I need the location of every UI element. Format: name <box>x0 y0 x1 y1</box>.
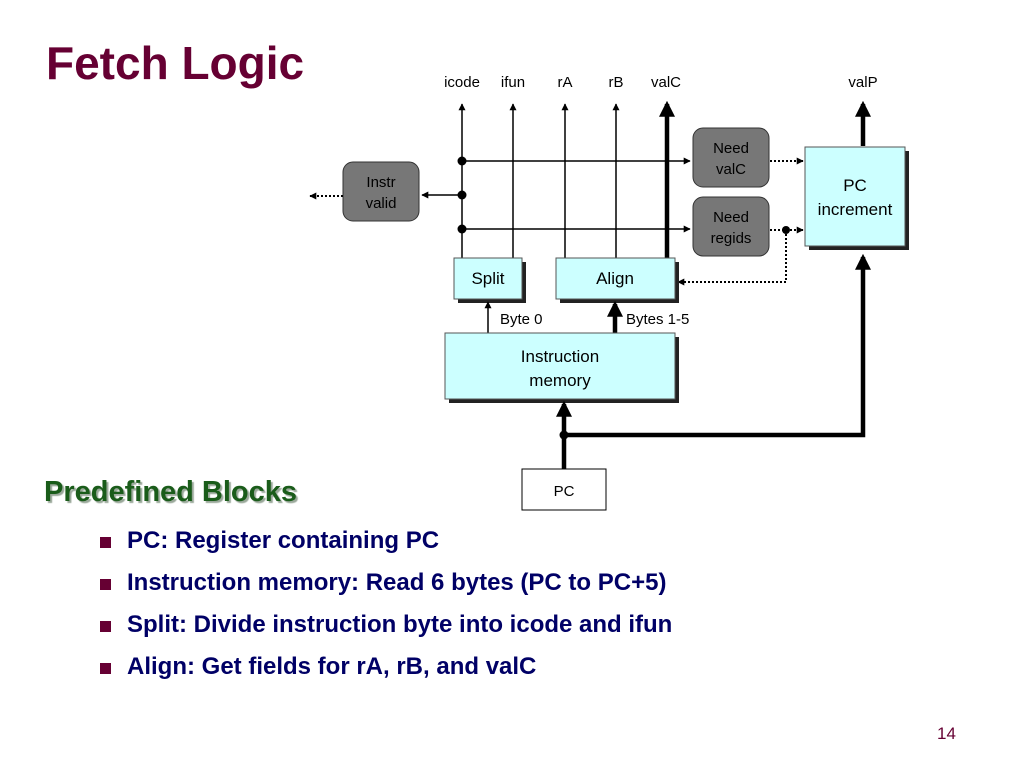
instr-valid-block <box>342 161 420 222</box>
pc-register-block <box>521 468 607 511</box>
section-heading: Predefined Blocks <box>44 476 298 508</box>
output-label-rB: rB <box>609 74 624 91</box>
bullet-text: PC: Register containing PC <box>127 527 440 554</box>
bullet-square-icon <box>100 621 111 632</box>
instruction-memory-label-line2: memory <box>529 371 591 390</box>
need-regids-label-line2: regids <box>711 230 752 247</box>
bullet-square-icon <box>100 579 111 590</box>
bullet-text: Align: Get fields for rA, rB, and valC <box>127 653 537 680</box>
bullet-square-icon <box>100 663 111 674</box>
bullet-item: Instruction memory: Read 6 bytes (PC to … <box>100 569 672 611</box>
bytes1-5-label: Bytes 1-5 <box>626 311 689 328</box>
pc-increment-block <box>804 146 906 247</box>
bullet-item: Align: Get fields for rA, rB, and valC <box>100 653 672 695</box>
wire-pc-to-pc-increment <box>564 253 871 438</box>
instr-valid-label-line2: valid <box>366 195 397 212</box>
output-label-rA: rA <box>558 74 573 91</box>
need-regids-block <box>692 196 770 257</box>
bullet-list: PC: Register containing PC Instruction m… <box>100 527 672 695</box>
junction-dot <box>457 224 467 234</box>
slide-title: Fetch Logic <box>46 37 305 89</box>
junction-dot <box>457 190 467 200</box>
output-label-valC: valC <box>651 74 681 91</box>
junction-dot <box>559 430 569 440</box>
split-label: Split <box>471 269 504 288</box>
instruction-memory-label-line1: Instruction <box>521 347 599 366</box>
bullet-text: Split: Divide instruction byte into icod… <box>127 611 673 638</box>
need-regids-label-line1: Need <box>713 209 749 226</box>
output-label-icode: icode <box>444 74 480 91</box>
page-number: 14 <box>937 724 956 743</box>
byte0-label: Byte 0 <box>500 311 543 328</box>
instr-valid-label-line1: Instr <box>366 174 395 191</box>
pc-increment-label-line2: increment <box>818 200 893 219</box>
output-label-ifun: ifun <box>501 74 525 91</box>
align-block <box>555 257 676 300</box>
junction-dot <box>782 226 790 234</box>
need-valC-block <box>692 127 770 188</box>
junction-dot <box>457 156 467 166</box>
bullet-square-icon <box>100 537 111 548</box>
need-regids-to-align-wire <box>677 230 787 286</box>
pc-increment-label-line1: PC <box>843 176 867 195</box>
instruction-memory-block <box>444 332 676 400</box>
align-label: Align <box>596 269 634 288</box>
bullet-item: Split: Divide instruction byte into icod… <box>100 611 672 653</box>
need-valC-label-line1: Need <box>713 140 749 157</box>
output-label-valP: valP <box>848 74 877 91</box>
bullet-item: PC: Register containing PC <box>100 527 672 569</box>
need-valC-label-line2: valC <box>716 161 746 178</box>
pc-register-label: PC <box>554 483 575 500</box>
bullet-text: Instruction memory: Read 6 bytes (PC to … <box>127 569 667 596</box>
split-block <box>453 257 523 300</box>
